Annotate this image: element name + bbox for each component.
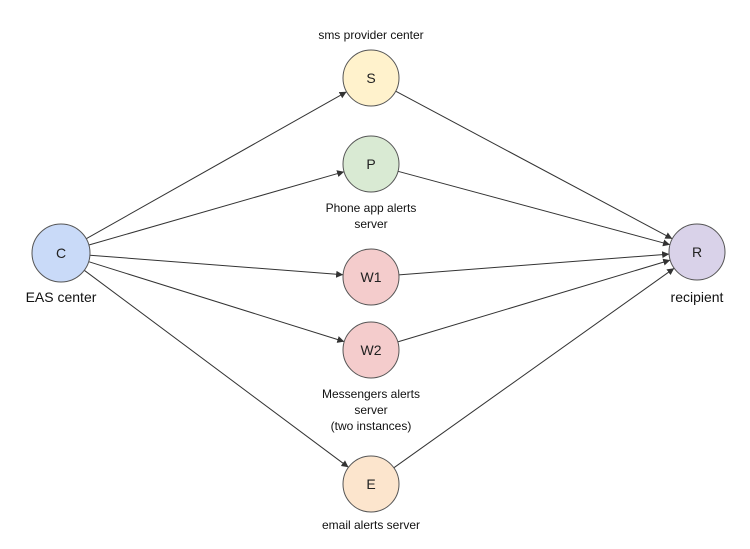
node-c: C [31,223,91,283]
node-s: S [342,49,400,107]
edge-w2-to-r [397,258,671,343]
phone-app-label-line2: server [354,217,387,231]
node-e: E [342,455,400,513]
phone-app-label-line1: Phone app alerts [326,201,417,215]
email-server-label: email alerts server [322,518,420,532]
edges-layer [84,90,675,469]
node-r-letter: R [692,244,702,260]
edge-c-to-w2 [88,261,345,343]
edge-e-to-r [393,267,675,469]
node-w2-letter: W2 [361,342,382,358]
edge-c-to-w1 [89,254,344,278]
sms-provider-label: sms provider center [318,28,423,42]
recipient-label: recipient [671,289,724,305]
node-w1: W1 [342,248,400,306]
node-w1-letter: W1 [361,269,382,285]
node-w2: W2 [342,321,400,379]
node-p-letter: P [366,156,375,172]
node-s-letter: S [366,70,375,86]
edge-p-to-r [397,170,671,247]
node-e-letter: E [366,476,375,492]
node-p: P [342,135,400,193]
eas-center-label: EAS center [26,289,97,305]
edge-c-to-e [84,269,349,468]
node-c-letter: C [56,245,66,261]
node-r: R [668,223,726,281]
edge-s-to-r [395,90,673,240]
messengers-label-line2: server [354,403,387,417]
messengers-label-line1: Messengers alerts [322,387,420,401]
edge-c-to-p [88,170,345,246]
edge-c-to-s [86,91,347,240]
edge-w1-to-r [398,251,670,276]
messengers-label-line3: (two instances) [331,419,412,433]
